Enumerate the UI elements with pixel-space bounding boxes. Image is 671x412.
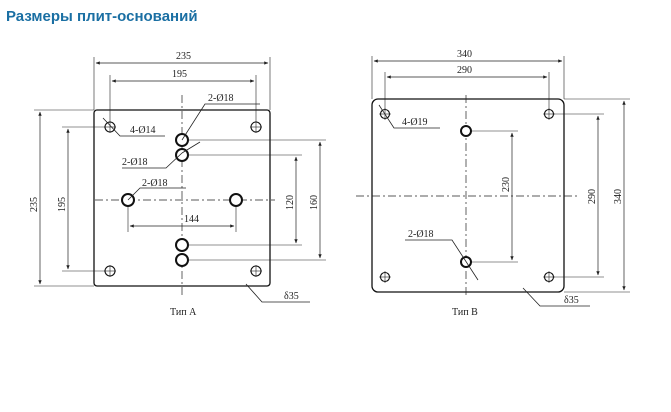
type-a-leader-side bbox=[127, 187, 186, 201]
type-a-leader-mid bbox=[122, 152, 183, 169]
type-a-leader-thickness bbox=[245, 283, 310, 303]
type-a-callout-side-pair: 2-Ø18 bbox=[142, 178, 168, 189]
type-a-dim-144: 144 bbox=[184, 214, 199, 225]
type-a-dim-width-inner: 195 bbox=[172, 69, 187, 80]
type-a-hole-right bbox=[229, 193, 243, 207]
type-b-leader-center bbox=[405, 239, 479, 281]
type-a-hole-top-2 bbox=[175, 148, 189, 162]
plate-type-b: 340 290 230 290 340 4-Ø19 bbox=[356, 49, 630, 318]
type-b-callout-thickness: δ35 bbox=[564, 295, 579, 306]
type-b-caption: Тип B bbox=[452, 307, 478, 318]
type-a-leader-corner bbox=[102, 117, 165, 137]
type-a-leader-top bbox=[181, 103, 260, 141]
type-a-callout-corner-holes: 4-Ø14 bbox=[130, 125, 156, 136]
plate-type-a: 235 195 235 195 160 120 144 bbox=[29, 51, 326, 318]
type-b-dim-height-inner: 290 bbox=[587, 189, 598, 204]
type-a-plate-outline bbox=[93, 109, 271, 287]
type-a-caption: Тип A bbox=[170, 307, 197, 318]
type-b-leader-thickness bbox=[522, 287, 590, 307]
type-b-plate-outline bbox=[371, 98, 565, 293]
type-a-dim-120: 120 bbox=[285, 195, 296, 210]
type-a-callout-mid-pair: 2-Ø18 bbox=[122, 157, 148, 168]
type-a-dim-width-outer: 235 bbox=[176, 51, 191, 62]
type-b-dim-width-outer: 340 bbox=[457, 49, 472, 60]
type-b-hole-top bbox=[460, 125, 472, 137]
type-a-callout-top-pair: 2-Ø18 bbox=[208, 93, 234, 104]
type-a-hole-bottom-2 bbox=[175, 253, 189, 267]
type-b-dim-230: 230 bbox=[501, 177, 512, 192]
type-a-dim-height-outer: 235 bbox=[29, 197, 40, 212]
type-a-callout-thickness: δ35 bbox=[284, 291, 299, 302]
type-b-callout-corner-holes: 4-Ø19 bbox=[402, 117, 428, 128]
type-a-hole-bottom bbox=[175, 238, 189, 252]
type-b-leader-corner bbox=[378, 104, 440, 129]
type-a-dim-height-inner: 195 bbox=[57, 197, 68, 212]
type-a-dim-160: 160 bbox=[309, 195, 320, 210]
type-b-dim-width-inner: 290 bbox=[457, 65, 472, 76]
page-title: Размеры плит-оснований bbox=[6, 8, 198, 25]
type-b-callout-center-pair: 2-Ø18 bbox=[408, 229, 434, 240]
type-b-dim-height-outer: 340 bbox=[613, 189, 624, 204]
